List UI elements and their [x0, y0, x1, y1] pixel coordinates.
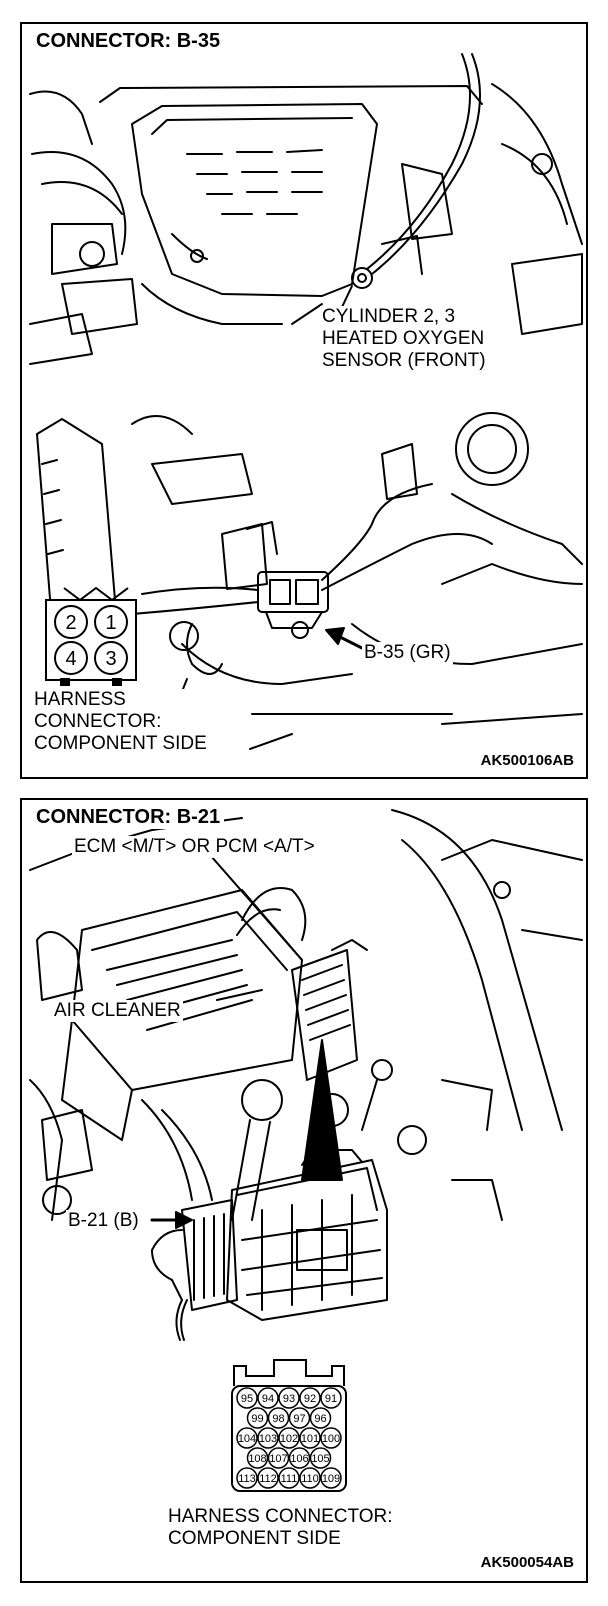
pin-terminal [278, 1387, 300, 1409]
sensor-label-line-2: HEATED OXYGEN [322, 328, 485, 349]
pin-number: 104 [238, 1433, 256, 1445]
pin-number: 3 [105, 648, 116, 670]
connector-callout: B-21 (B) [66, 1210, 141, 1232]
pin-number: 110 [301, 1473, 319, 1485]
pin-number: 1 [105, 612, 116, 634]
panel-title: CONNECTOR: B-35 [32, 30, 225, 53]
pin-number: 95 [241, 1393, 253, 1405]
pin-number: 101 [301, 1433, 319, 1445]
pin-terminal [299, 1467, 321, 1489]
harness-label: HARNESS CONNECTOR: COMPONENT SIDE [32, 689, 209, 755]
harness-label-line-3: COMPONENT SIDE [34, 733, 207, 754]
harness-label-line-1: HARNESS [34, 689, 126, 710]
pin-terminal [288, 1407, 311, 1429]
pin-number: 106 [290, 1453, 308, 1465]
connector-callout: B-35 (GR) [362, 642, 453, 664]
pin-terminal [257, 1427, 279, 1449]
pin-number: 100 [322, 1433, 340, 1445]
ecm-location-illustration [29, 809, 583, 1341]
pin-terminal [299, 1387, 321, 1409]
sensor-label-line-1: CYLINDER 2, 3 [322, 306, 456, 327]
pin-number: 99 [251, 1413, 263, 1425]
pin-terminal [309, 1447, 332, 1469]
pin-terminal [246, 1407, 269, 1429]
pin-terminal [299, 1427, 321, 1449]
figure-code: AK500054AB [480, 1554, 574, 1571]
pin-terminal [257, 1467, 279, 1489]
figure-code: AK500106AB [480, 752, 574, 769]
pin-number: 93 [283, 1393, 295, 1405]
pin-terminal [267, 1447, 290, 1469]
pin-number: 113 [238, 1473, 256, 1485]
pin-terminal [267, 1407, 290, 1429]
pin-terminal [236, 1427, 258, 1449]
pin-number: 112 [259, 1473, 277, 1485]
sensor-label: CYLINDER 2, 3 HEATED OXYGEN SENSOR (FRON… [320, 306, 488, 372]
pin-terminal [320, 1427, 342, 1449]
harness-label-line-2: COMPONENT SIDE [168, 1528, 341, 1549]
connector-b21-panel: CONNECTOR: B-21 ECM <M/T> OR PCM <A/T> A… [20, 798, 588, 1583]
harness-label: HARNESS CONNECTOR: COMPONENT SIDE [166, 1506, 395, 1550]
pin-terminal [288, 1447, 311, 1469]
pin-number: 111 [281, 1473, 298, 1485]
b35-pin-diagram: 2 1 4 3 [45, 586, 137, 686]
pin-number: 97 [293, 1413, 305, 1425]
pin-terminal [278, 1427, 300, 1449]
engine-bay-illustration [29, 53, 583, 750]
pin-terminal [320, 1387, 342, 1409]
pin-number: 107 [269, 1453, 287, 1465]
pin-terminal [236, 1467, 258, 1489]
panel-title: CONNECTOR: B-21 [32, 806, 225, 829]
pin-number: 94 [262, 1393, 274, 1405]
pin-terminal [278, 1467, 300, 1489]
pin-number: 96 [314, 1413, 326, 1425]
pin-number: 102 [280, 1433, 298, 1445]
pin-number: 2 [65, 612, 76, 634]
harness-label-line-2: CONNECTOR: [34, 711, 162, 732]
pin-terminal [309, 1407, 332, 1429]
pin-number: 98 [272, 1413, 284, 1425]
air-cleaner-label: AIR CLEANER [52, 1000, 183, 1022]
pin-number: 4 [65, 648, 76, 670]
pin-terminal [257, 1387, 279, 1409]
pin-number: 105 [311, 1453, 329, 1465]
pin-number: 109 [322, 1473, 340, 1485]
ecm-pcm-label: ECM <M/T> OR PCM <A/T> [72, 836, 317, 858]
pin-number: 92 [304, 1393, 316, 1405]
pin-terminal [320, 1467, 342, 1489]
pin-terminal [236, 1387, 258, 1409]
pin-terminal [246, 1447, 269, 1469]
connector-b35-panel: CONNECTOR: B-35 CYLINDER 2, 3 HEATED OXY… [20, 22, 588, 779]
harness-label-line-1: HARNESS CONNECTOR: [168, 1506, 393, 1527]
sensor-label-line-3: SENSOR (FRONT) [322, 350, 486, 371]
pin-number: 108 [248, 1453, 266, 1465]
pin-number: 103 [259, 1433, 277, 1445]
pin-number: 91 [325, 1393, 337, 1405]
